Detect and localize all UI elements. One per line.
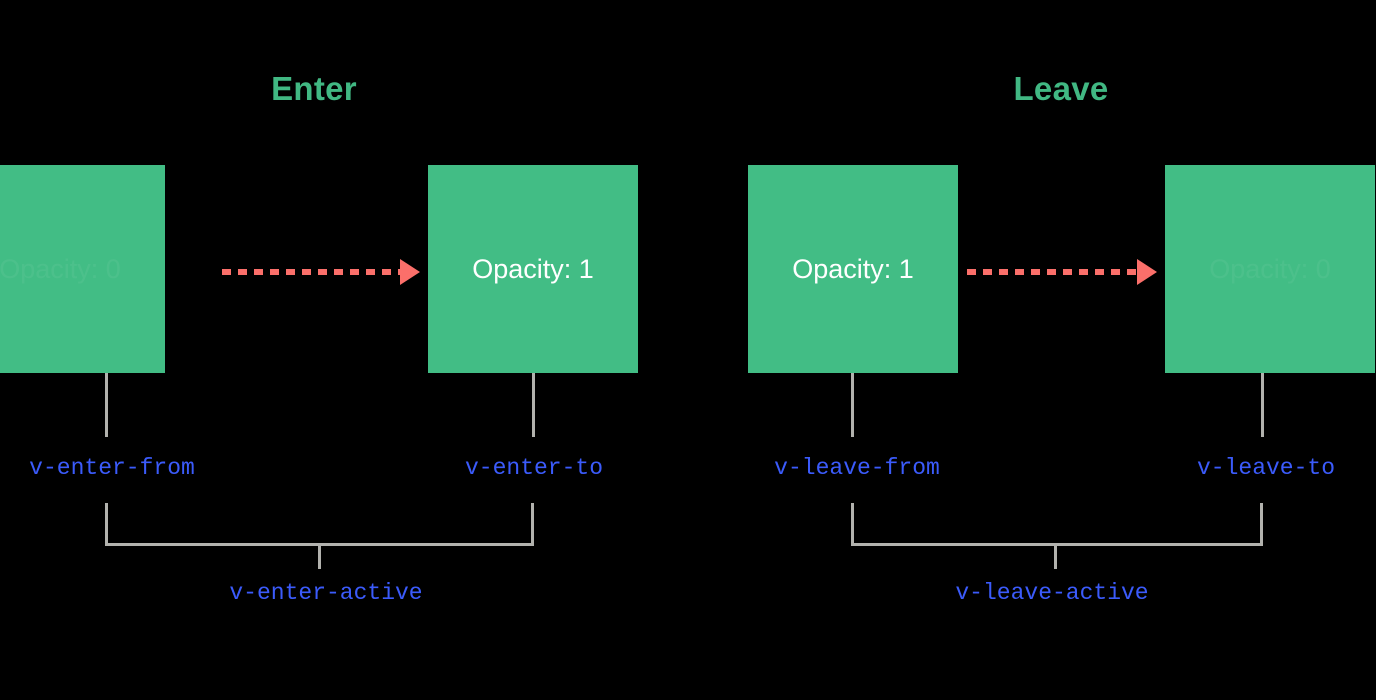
enter-to-box-label: Opacity: 1 — [472, 253, 594, 284]
arrow-shaft — [967, 269, 1137, 275]
section-title-enter: Enter — [271, 70, 357, 107]
arrow-head-icon — [400, 259, 420, 285]
enter-from-connector — [105, 373, 108, 437]
enter-bracket-left-stem — [105, 503, 108, 546]
enter-transition-arrow — [222, 259, 420, 285]
label-v-leave-to: v-leave-to — [1196, 455, 1336, 481]
leave-from-box-label: Opacity: 1 — [792, 253, 914, 284]
enter-to-box: Opacity: 1 — [428, 165, 638, 373]
arrow-head-icon — [1137, 259, 1157, 285]
label-v-leave-active: v-leave-active — [955, 580, 1149, 606]
enter-from-box-label: Opacity: 0 — [0, 253, 121, 284]
enter-to-connector — [532, 373, 535, 437]
label-v-enter-from: v-enter-from — [29, 455, 195, 481]
leave-to-box-label: Opacity: 0 — [1209, 253, 1331, 284]
enter-bracket-center-stem — [318, 543, 321, 569]
label-v-leave-from: v-leave-from — [774, 455, 940, 481]
leave-bracket-center-stem — [1054, 543, 1057, 569]
leave-to-box: Opacity: 0 — [1165, 165, 1375, 373]
leave-bracket-left-stem — [851, 503, 854, 546]
label-v-enter-to: v-enter-to — [464, 455, 604, 481]
leave-bracket-bar — [851, 543, 1263, 546]
leave-transition-arrow — [967, 259, 1157, 285]
enter-bracket-right-stem — [531, 503, 534, 546]
enter-from-box: Opacity: 0 — [0, 165, 165, 373]
leave-to-connector — [1261, 373, 1264, 437]
section-title-leave: Leave — [1013, 70, 1109, 107]
label-v-enter-active: v-enter-active — [229, 580, 423, 606]
leave-bracket-right-stem — [1260, 503, 1263, 546]
leave-from-box: Opacity: 1 — [748, 165, 958, 373]
arrow-shaft — [222, 269, 400, 275]
leave-from-connector — [851, 373, 854, 437]
